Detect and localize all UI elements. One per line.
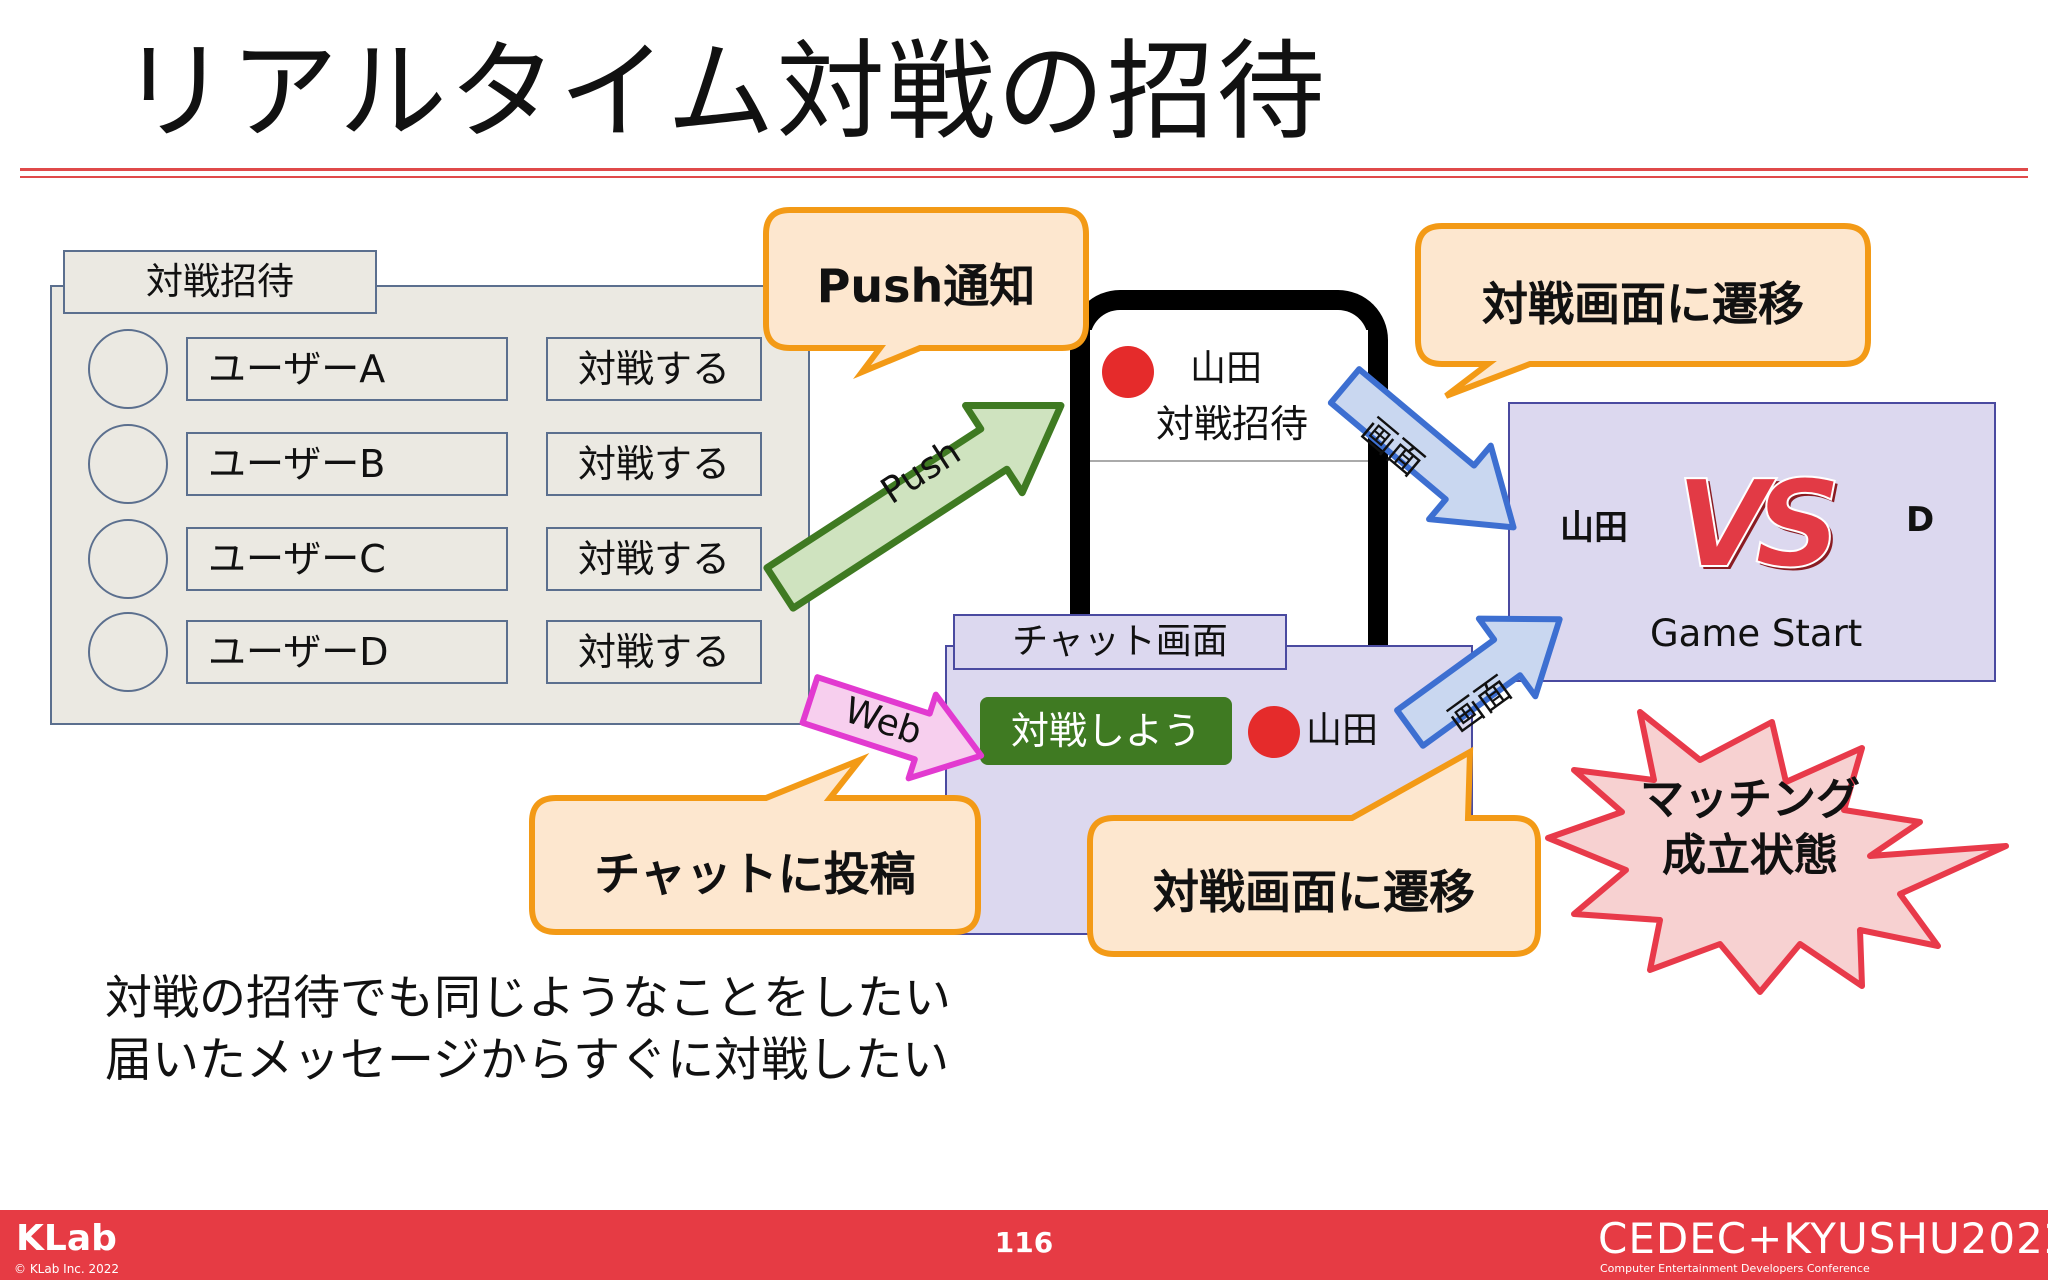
matching-line-1: マッチング <box>1640 774 1860 825</box>
body-text: 対戦の招待でも同じようなことをしたい 届いたメッセージからすぐに対戦したい <box>105 968 951 1092</box>
to-battle-callout-top <box>1415 223 1871 399</box>
to-battle-label-bottom: 対戦画面に遷移 <box>1153 865 1475 919</box>
klab-logo: KLab <box>16 1218 117 1259</box>
game-screen: 山田 VS D Game Start <box>1508 402 1996 682</box>
post-chat-label: チャットに投稿 <box>594 847 916 901</box>
user-d-name: ユーザーD <box>186 620 508 684</box>
push-notice-callout <box>763 207 1089 379</box>
avatar-user-c <box>88 519 168 599</box>
lets-battle-button[interactable]: 対戦しよう <box>980 697 1232 765</box>
title-underline <box>20 168 2028 171</box>
chat-sender-name: 山田 <box>1306 710 1379 751</box>
avatar-user-d <box>88 612 168 692</box>
invite-panel-tab: 対戦招待 <box>63 250 377 314</box>
push-arrow <box>763 402 1065 612</box>
push-notification[interactable]: 山田 対戦招待 <box>1090 330 1368 462</box>
battle-button-user-a[interactable]: 対戦する <box>546 337 762 401</box>
matching-label: マッチング 成立状態 <box>1640 772 1860 884</box>
post-chat-callout <box>529 752 981 935</box>
chat-screen-tab: チャット画面 <box>953 614 1287 670</box>
vs-logo: VS <box>1675 456 1842 595</box>
matching-burst <box>1545 709 2009 995</box>
cedec-kyushu-logo: CEDEC+KYUSHU2022 <box>1598 1214 2048 1263</box>
game-start-label[interactable]: Game Start <box>1650 612 1863 655</box>
body-line-2: 届いたメッセージからすぐに対戦したい <box>105 1033 950 1088</box>
cedec-subtitle: Computer Entertainment Developers Confer… <box>1600 1262 1870 1275</box>
game-player-left: 山田 <box>1560 508 1628 548</box>
game-player-right: D <box>1906 500 1935 540</box>
chat-sender-dot <box>1248 706 1300 758</box>
battle-button-user-d[interactable]: 対戦する <box>546 620 762 684</box>
matching-line-2: 成立状態 <box>1662 830 1838 881</box>
push-notice-label: Push通知 <box>816 259 1036 313</box>
footer-bar: KLab © KLab Inc. 2022 116 CEDEC+KYUSHU20… <box>0 1210 2048 1280</box>
copyright: © KLab Inc. 2022 <box>14 1262 120 1276</box>
notification-sender: 山田 <box>1190 348 1263 389</box>
screen-arrow-top <box>1327 366 1517 531</box>
title-underline-thin <box>20 176 2028 178</box>
to-battle-label-top: 対戦画面に遷移 <box>1482 277 1804 331</box>
user-c-name: ユーザーC <box>186 527 508 591</box>
body-line-1: 対戦の招待でも同じようなことをしたい <box>105 971 951 1026</box>
screen-arrow-bottom <box>1394 615 1563 749</box>
battle-button-user-b[interactable]: 対戦する <box>546 432 762 496</box>
web-arrow <box>799 674 985 782</box>
avatar-user-b <box>88 424 168 504</box>
user-a-name: ユーザーA <box>186 337 508 401</box>
avatar-dot <box>1102 346 1154 398</box>
to-battle-callout-bottom <box>1087 746 1541 957</box>
notification-message: 対戦招待 <box>1156 402 1309 446</box>
battle-button-user-c[interactable]: 対戦する <box>546 527 762 591</box>
user-b-name: ユーザーB <box>186 432 508 496</box>
avatar-user-a <box>88 329 168 409</box>
page-number: 116 <box>994 1226 1054 1259</box>
slide-title: リアルタイム対戦の招待 <box>120 30 1327 155</box>
